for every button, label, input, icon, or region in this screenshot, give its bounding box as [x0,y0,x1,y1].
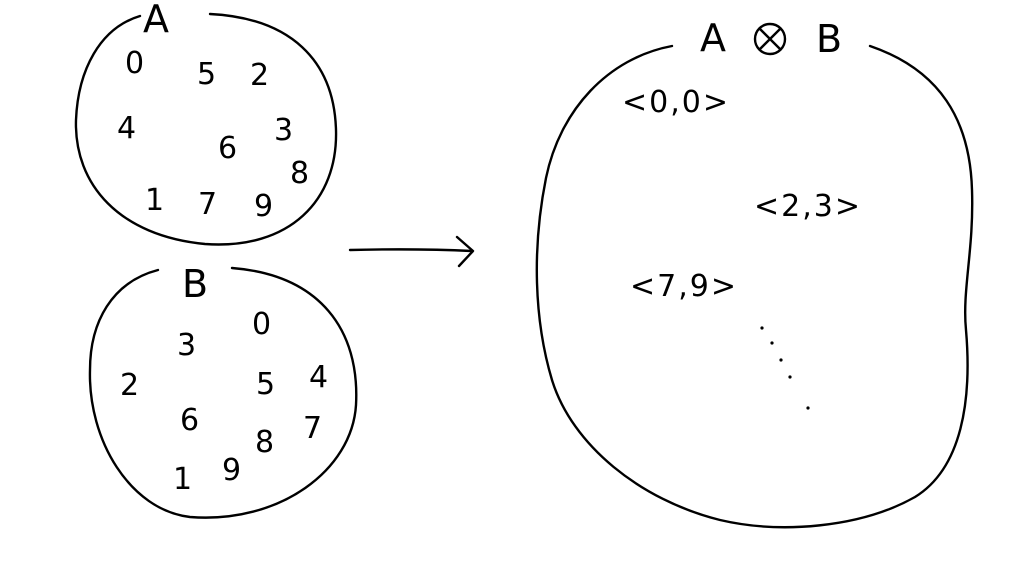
set-a-element: 8 [290,156,309,191]
set-b-element: 8 [255,425,274,460]
set-b-element: 9 [222,453,241,488]
tensor-product-cross [758,27,782,51]
set-a-element: 2 [250,58,269,93]
set-b-element: 7 [303,411,322,446]
set-a-boundary [74,12,338,246]
set-a-element: 0 [125,46,144,81]
set-a-element: 9 [254,189,273,224]
ellipsis-dot [788,375,792,379]
set-b-element: 1 [173,462,192,497]
set-a-label: A [143,0,169,41]
set-b-boundary [88,266,358,519]
product-set-boundary [535,44,974,529]
set-a-element: 7 [198,187,217,222]
product-label-left: A [700,16,726,60]
product-set-title: A B [700,16,842,61]
set-b-element: 0 [252,307,271,342]
set-b-label: B [182,262,208,306]
set-b: B 3 0 2 5 4 6 8 7 1 9 [88,262,358,519]
arrow-shaft [348,248,474,253]
ellipsis-dot [806,406,810,410]
set-b-element: 3 [177,328,196,363]
set-a: A 0 5 2 4 6 3 8 1 7 9 [74,0,338,246]
set-a-element: 4 [117,111,136,146]
set-a-element: 1 [145,183,164,218]
ellipsis-dot [770,341,774,345]
set-a-element: 6 [218,131,237,166]
ellipsis-dot [760,326,764,330]
tensor-product-icon [753,22,787,56]
set-b-element: 4 [309,360,328,395]
product-set: A B <0,0> <2,3> <7,9> · · · · · [535,16,974,529]
product-pair: <7,9> [630,269,738,304]
set-a-element: 3 [274,113,293,148]
mapping-arrow [348,235,475,268]
product-label-right: B [816,17,842,61]
product-pair: <0,0> [622,85,730,120]
product-ellipsis: · · · · · [760,326,810,410]
product-pair: <2,3> [754,189,862,224]
set-a-element: 5 [197,57,216,92]
set-b-element: 5 [256,367,275,402]
set-b-element: 6 [180,403,199,438]
arrow-head [455,235,475,268]
ellipsis-dot [779,358,783,362]
set-b-element: 2 [120,368,139,403]
